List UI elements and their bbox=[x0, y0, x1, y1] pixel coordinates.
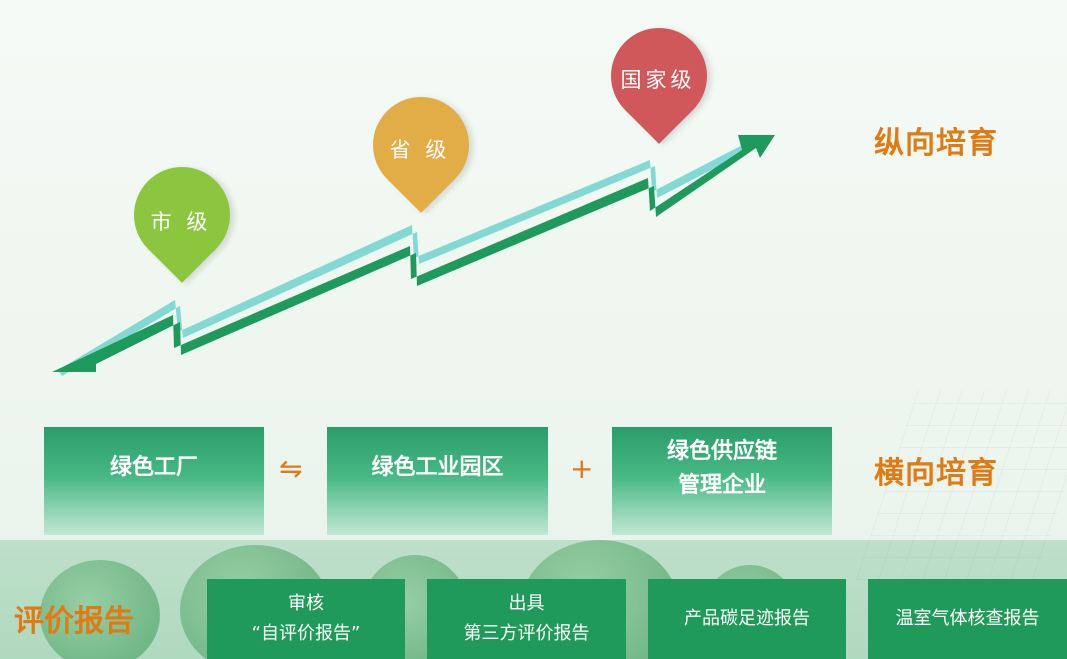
green-factory-box: 绿色工厂 bbox=[44, 427, 264, 535]
evaluation-report-title: 评价报告 bbox=[14, 604, 134, 639]
province-level-label: 省 级 bbox=[389, 138, 451, 162]
green-factory-label: 绿色工厂 bbox=[109, 455, 198, 480]
horizontal-cultivation-title: 横向培育 bbox=[874, 456, 998, 491]
report-box-third-party: 出具 第三方评价报告 bbox=[427, 579, 626, 659]
green-industrial-park-box: 绿色工业园区 bbox=[327, 427, 548, 535]
exchange-arrows-icon: ⇋ bbox=[279, 452, 303, 485]
green-supply-chain-label: 绿色供应链 管理企业 bbox=[666, 439, 777, 498]
report-label-third-party: 出具 第三方评价报告 bbox=[463, 593, 590, 644]
report-label-ghg-verification: 温室气体核查报告 bbox=[895, 608, 1040, 629]
national-level-label: 国家级 bbox=[620, 68, 696, 92]
arrow-dark-band bbox=[52, 135, 775, 372]
rising-arrow bbox=[52, 135, 775, 376]
green-industrial-park-label: 绿色工业园区 bbox=[371, 455, 504, 480]
report-label-carbon-footprint: 产品碳足迹报告 bbox=[684, 608, 810, 629]
report-box-carbon-footprint: 产品碳足迹报告 bbox=[648, 579, 846, 659]
report-box-self-evaluation: 审核 “自评价报告” bbox=[207, 579, 405, 659]
green-supply-chain-box: 绿色供应链 管理企业 bbox=[612, 427, 832, 535]
city-level-label: 市 级 bbox=[150, 210, 212, 234]
vertical-cultivation-title: 纵向培育 bbox=[874, 126, 998, 161]
report-label-self-evaluation: 审核 “自评价报告” bbox=[251, 593, 361, 644]
report-box-ghg-verification: 温室气体核查报告 bbox=[868, 579, 1067, 659]
plus-icon: + bbox=[570, 452, 594, 485]
